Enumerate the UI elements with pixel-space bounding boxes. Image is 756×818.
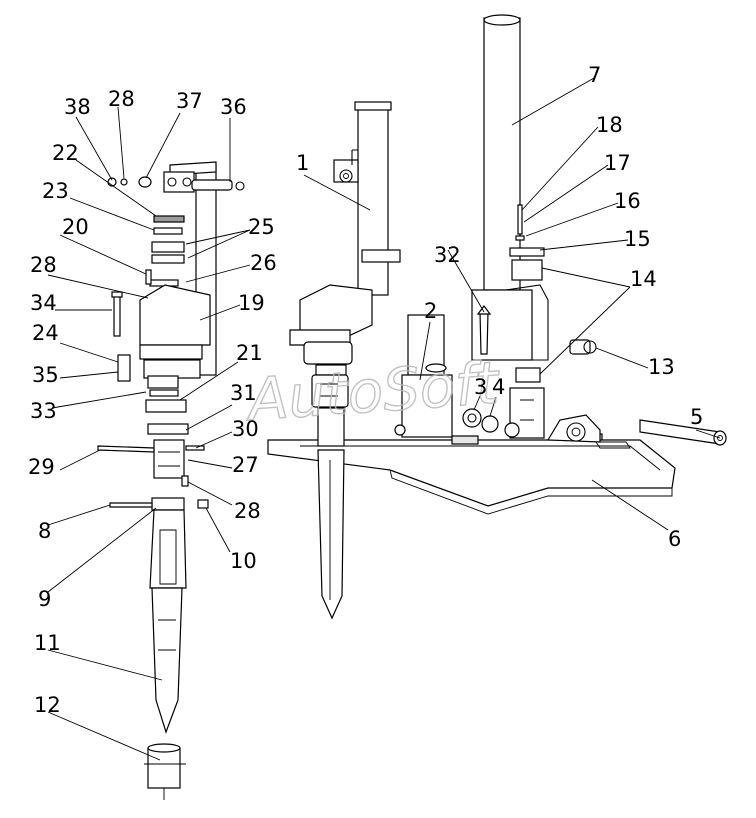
column-1: [333, 101, 401, 296]
bolt-18: [515, 204, 525, 241]
exploded-spike-11: [151, 587, 183, 734]
callout-13: 13: [648, 355, 675, 379]
callout-28-upper: 28: [108, 87, 135, 111]
leader-lines: [47, 77, 721, 761]
callout-27: 27: [232, 453, 259, 477]
gears-3-4: [462, 408, 520, 438]
callout-25: 25: [248, 215, 275, 239]
callout-26: 26: [250, 251, 277, 275]
exploded-cap-12: [144, 743, 186, 800]
callout-31: 31: [230, 381, 257, 405]
callout-12: 12: [34, 693, 61, 717]
left-carriage: [289, 284, 453, 447]
callout-24: 24: [32, 321, 59, 345]
callout-21: 21: [236, 341, 263, 365]
callout-labels: 1 2 3 4 5 6 7 8 9 10 11 12 13 14 15 16 1…: [28, 63, 703, 717]
callout-14: 14: [630, 267, 657, 291]
callout-23: 23: [42, 179, 69, 203]
callout-38: 38: [64, 95, 91, 119]
callout-2: 2: [424, 299, 437, 323]
callout-3: 3: [474, 375, 487, 399]
callout-32: 32: [434, 243, 461, 267]
callout-37: 37: [176, 89, 203, 113]
exploded-small-parts-top: [107, 176, 185, 287]
callout-11: 11: [34, 631, 61, 655]
callout-18: 18: [596, 113, 623, 137]
exploded-sleeve-9: [109, 497, 209, 589]
callout-9: 9: [38, 587, 51, 611]
callout-20: 20: [62, 215, 89, 239]
callout-1: 1: [296, 151, 309, 175]
callout-33: 33: [30, 399, 57, 423]
callout-6: 6: [668, 527, 681, 551]
pin-32: [476, 305, 492, 355]
callout-22: 22: [52, 141, 79, 165]
callout-29: 29: [28, 455, 55, 479]
pin-13: [569, 339, 597, 355]
callout-4: 4: [492, 375, 505, 399]
base-plate: [267, 433, 676, 515]
callout-35: 35: [32, 363, 59, 387]
callout-36: 36: [220, 95, 247, 119]
callout-19: 19: [238, 291, 265, 315]
callout-17: 17: [604, 151, 631, 175]
callout-8: 8: [38, 519, 51, 543]
callout-10: 10: [230, 549, 257, 573]
callout-28-lower: 28: [234, 499, 261, 523]
callout-16: 16: [614, 189, 641, 213]
callout-5: 5: [690, 405, 703, 429]
pin-5: [639, 419, 727, 446]
ground-spike: [317, 449, 345, 620]
bolt-34: [111, 291, 123, 337]
hinge-bracket: [546, 414, 601, 443]
callout-34: 34: [30, 291, 57, 315]
callout-28-middle: 28: [30, 253, 57, 277]
exploded-coupling: [97, 439, 205, 487]
callout-15: 15: [624, 227, 651, 251]
exploded-carriage-19: [117, 284, 211, 435]
callout-30: 30: [232, 417, 259, 441]
callout-7: 7: [588, 63, 601, 87]
